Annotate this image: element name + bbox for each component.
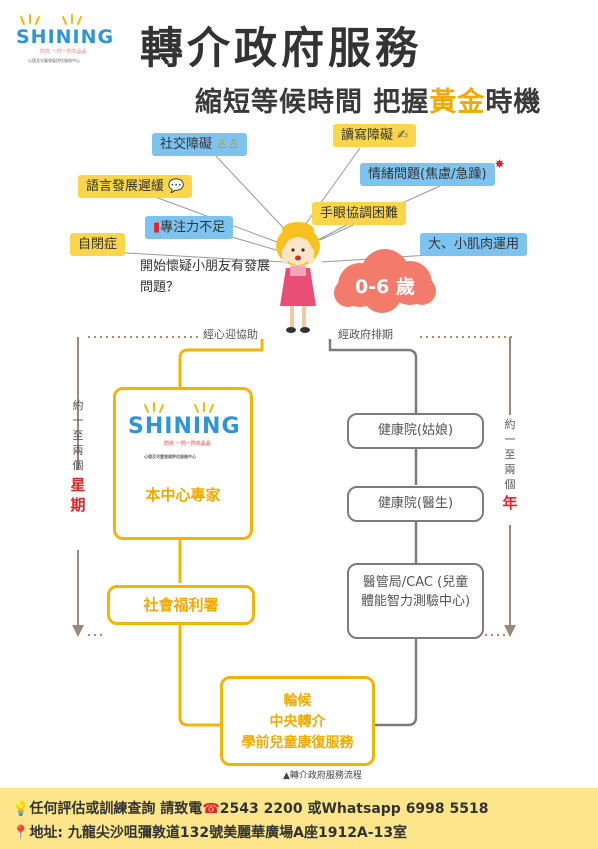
footer-phone-line: 💡任何評估或訓練查詢 請致電☎2543 2200 或Whatsapp 6998 … xyxy=(12,798,489,818)
subtitle-highlight: 黃金 xyxy=(429,87,486,118)
location-pin-icon: 📍 xyxy=(12,825,30,841)
footer-address-line: 📍地址: 九龍尖沙咀彌敦道132號美麗華廣場A座1912A-13室 xyxy=(12,822,407,842)
concern-tag-language: 語言發展遲緩 💬 xyxy=(78,175,193,198)
box-logo-tagline: 閃亮 一閃一閃亮晶晶 xyxy=(164,441,211,447)
traffic-light-icon: ▮ xyxy=(153,220,161,235)
rehab-service-box: 輪候 中央轉介 學前兒童康復服務 xyxy=(220,676,375,766)
logo: SHINING 閃亮 一閃一閃亮晶晶 心理及兒童發展評估服務中心 xyxy=(10,12,113,67)
subtitle-part1: 縮短等候時間 把握 xyxy=(195,87,430,118)
telephone-icon: ☎ xyxy=(202,801,220,817)
flow-caption: ▲轉介政府服務流程 xyxy=(283,771,362,781)
rehab-line-1: 輪候 xyxy=(283,693,312,709)
footer-phone-contact[interactable]: 2543 2200 或Whatsapp 6998 5518 xyxy=(219,801,489,817)
page-title: 轉介政府服務 xyxy=(140,24,422,74)
hospital-authority-box: 醫管局/CAC (兒童體能智力測驗中心) xyxy=(347,563,484,639)
logo-text: SHINING xyxy=(16,26,115,48)
box-logo-subtext: 心理及兒童發展評估服務中心 xyxy=(144,454,196,459)
page-subtitle: 縮短等候時間 把握黃金時機 xyxy=(195,80,595,119)
health-centre-doctor-box: 健康院(醫生) xyxy=(347,486,484,522)
lightbulb-icon: 💡 xyxy=(12,801,30,817)
center-expert-label: 本中心專家 xyxy=(145,486,221,504)
left-duration: 約一至兩個 xyxy=(72,399,84,472)
right-flow-heading: 經政府排期 xyxy=(338,328,393,341)
question-text: 開始懷疑小朋友有發展問題？ xyxy=(140,259,271,295)
speech-bubble-icon: 💬 xyxy=(168,179,185,194)
concern-tag-emotion: 情緒問題(焦慮/急躁)✸ xyxy=(360,157,505,186)
box-logo: SHINING 閃亮 一閃一閃亮晶晶 心理及兒童發展評估服務中心 xyxy=(116,390,250,470)
concern-tag-attention: ▮專注力不足 xyxy=(145,216,234,239)
social-welfare-box: 社會福利署 xyxy=(107,585,255,625)
concern-tag-motor: 大、小肌肉運用 xyxy=(420,233,528,256)
center-expert-box: SHINING 閃亮 一閃一閃亮晶晶 心理及兒童發展評估服務中心 本中心專家 xyxy=(113,387,253,540)
left-duration-unit: 星期 xyxy=(70,476,86,514)
sun-rays-icon xyxy=(20,14,82,25)
box-logo-text: SHINING xyxy=(128,414,241,439)
subtitle-part2: 時機 xyxy=(485,87,542,118)
concern-tag-coordination: 手眼協調困難 xyxy=(312,202,407,225)
logo-tagline: 閃亮 一閃一閃亮晶晶 xyxy=(40,49,87,55)
age-badge: 0-6 歲 xyxy=(355,276,415,298)
rehab-line-3: 學前兒童康復服務 xyxy=(241,735,354,751)
concern-tag-autism: 自閉症 xyxy=(70,233,126,256)
people-icon: ♙♙ xyxy=(216,137,240,152)
anger-icon: ✸ xyxy=(494,157,505,171)
left-flow-heading: 經心迎協助 xyxy=(203,328,258,341)
flow-lines xyxy=(72,336,516,727)
sun-rays-icon xyxy=(144,402,214,413)
footer-address: 地址: 九龍尖沙咀彌敦道132號美麗華廣場A座1912A-13室 xyxy=(29,825,408,841)
concern-tag-social: 社交障礙 ♙♙ xyxy=(152,133,248,156)
cloud-badge xyxy=(334,249,436,313)
rehab-line-2: 中央轉介 xyxy=(269,714,326,730)
logo-subtext: 心理及兒童發展評估服務中心 xyxy=(28,58,80,63)
health-centre-nurse-box: 健康院(姑娘) xyxy=(347,413,484,449)
pen-icon: ✍ xyxy=(397,128,409,143)
concern-tag-reading: 讀寫障礙 ✍ xyxy=(333,124,417,147)
footer: 💡任何評估或訓練查詢 請致電☎2543 2200 或Whatsapp 6998 … xyxy=(0,788,598,849)
right-duration: 約一至兩個 xyxy=(504,418,516,491)
child-illustration xyxy=(276,222,320,333)
right-duration-unit: 年 xyxy=(502,494,518,512)
footer-phone-prefix: 任何評估或訓練查詢 請致電 xyxy=(29,801,203,817)
